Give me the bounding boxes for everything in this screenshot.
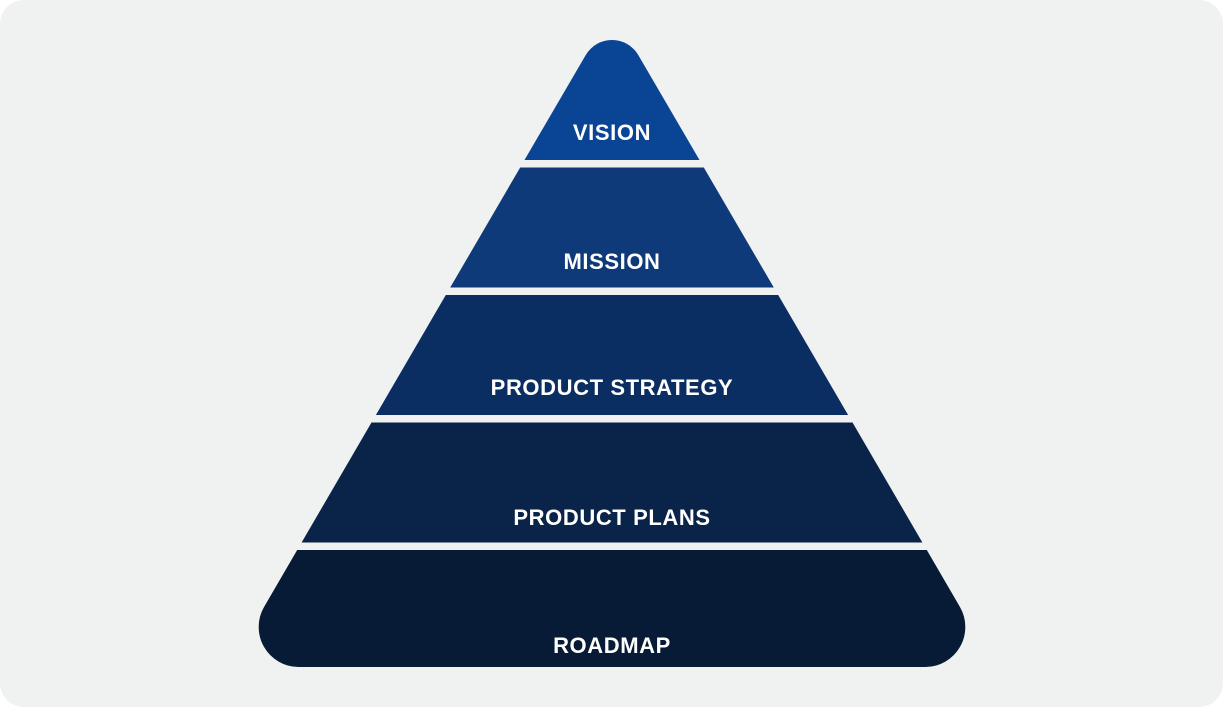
tier-vision-shape bbox=[524, 39, 700, 160]
tier-mission-shape bbox=[450, 167, 774, 288]
tier-mission-label: MISSION bbox=[563, 249, 660, 274]
tier-product-plans-shape bbox=[301, 422, 923, 543]
tier-product-strategy-label: PRODUCT STRATEGY bbox=[491, 375, 734, 400]
tier-roadmap-label: ROADMAP bbox=[553, 633, 671, 658]
tier-roadmap-shape bbox=[258, 550, 966, 667]
tier-product-plans-label: PRODUCT PLANS bbox=[513, 505, 710, 530]
tier-vision-label: VISION bbox=[573, 120, 651, 145]
tier-product-strategy-shape bbox=[375, 295, 849, 415]
